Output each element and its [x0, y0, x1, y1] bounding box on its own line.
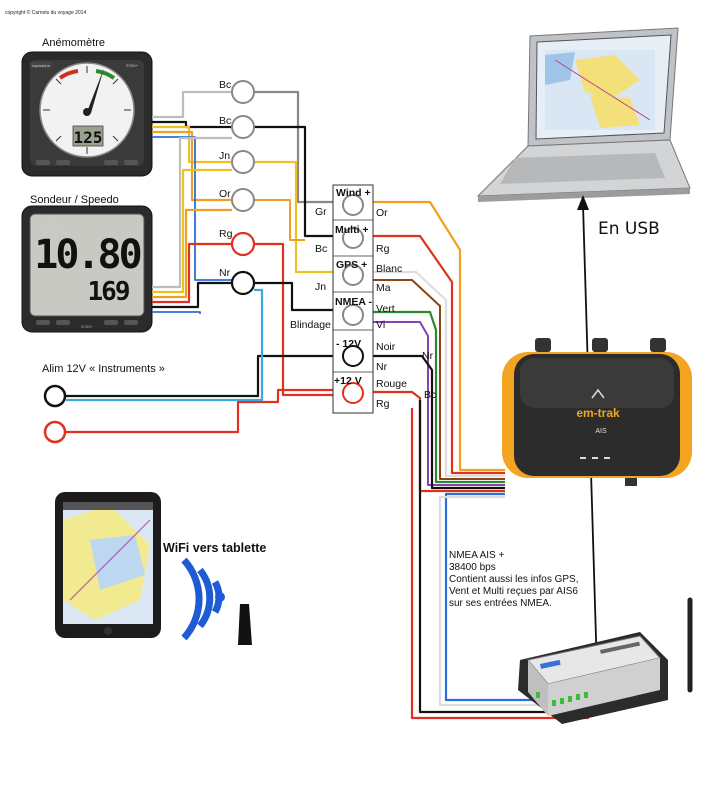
copyright-text: copyright © Carnets du voyage 2014: [5, 9, 86, 16]
tb-right-9: Rouge: [376, 378, 407, 390]
bus-label-5: Rg: [219, 228, 233, 240]
nmea-note-line-3: Contient aussi les infos GPS,: [449, 574, 579, 585]
speedo-main-value: 10.80: [34, 232, 140, 278]
wire-anemo-black: [152, 120, 232, 129]
wire-speedo-blue: [152, 311, 201, 314]
tb-right-1: Or: [376, 207, 388, 219]
bus-connectors: Bc Bc Jn Or Rg Nr: [219, 79, 256, 296]
speedo-title: Sondeur / Speedo: [30, 194, 119, 206]
wifi-label: WiFi vers tablette: [163, 541, 266, 555]
wifi-link: WiFi vers tablette: [163, 541, 266, 645]
tb-right-10: Rg: [376, 398, 390, 410]
nmea-note: NMEA AIS + 38400 bps Contient aussi les …: [449, 550, 579, 609]
tb-row-2-label: Multi +: [335, 224, 369, 236]
anemometer-display: 125: [74, 128, 103, 147]
power-label: Alim 12V « Instruments »: [42, 363, 165, 375]
bus-label-4: Or: [219, 188, 231, 200]
tb-side-bc: Bc: [424, 389, 436, 401]
ais-model: AIS: [595, 428, 607, 435]
wire-speedo-white: [152, 136, 232, 289]
speedo-instrument: raymarine 10.80 169 ST60+: [21, 205, 153, 333]
wire-speedo-red: [152, 242, 232, 304]
nmea-note-line-1: NMEA AIS +: [449, 550, 504, 561]
multiplexer: [518, 597, 693, 724]
anemometer-title: Anémomètre: [42, 37, 105, 49]
tb-row-4-label: NMEA -: [335, 296, 372, 308]
nmea-note-line-4: Vent et Multi reçues par AIS6: [449, 586, 578, 597]
wire-power-neg: [66, 354, 340, 398]
bus-label-2: Bc: [219, 115, 231, 127]
bus-label-3: Jn: [219, 150, 230, 162]
tb-side-nr: Nr: [422, 350, 434, 362]
tb-left-3: Jn: [315, 281, 326, 293]
usb-label: En USB: [598, 219, 660, 239]
laptop: [476, 27, 691, 202]
nmea-note-line-2: 38400 bps: [449, 562, 496, 573]
tb-right-2: Rg: [376, 243, 390, 255]
speedo-brand: raymarine: [42, 222, 64, 228]
wire-speedo-yellow: [152, 168, 232, 294]
wire-speedo-black: [152, 281, 232, 309]
tb-row-6-label: +12 V: [334, 375, 362, 387]
wire-power-cyan: [66, 288, 264, 402]
tb-right-7: Noir: [376, 341, 396, 353]
tb-right-4: Ma: [376, 282, 391, 294]
speedo-model: ST60+: [81, 324, 94, 329]
tb-row-5-label: - 12V: [336, 338, 361, 350]
tb-row-1-label: Wind +: [336, 187, 371, 199]
bus-label-6: Nr: [219, 267, 231, 279]
anemometer-instrument: 125 raymarine ST60+: [21, 51, 153, 177]
tb-row-3-label: GPS +: [336, 259, 367, 271]
bus-label-1: Bc: [219, 79, 231, 91]
tablet: [55, 492, 161, 638]
tb-left-1: Gr: [315, 206, 327, 218]
wire-anemo-orange: [152, 130, 232, 202]
terminal-block: Wind + Multi + GPS + NMEA - - 12V +12 V …: [290, 184, 436, 414]
anemometer-model: ST60+: [126, 63, 139, 68]
wire-anemo-yellow: [152, 125, 232, 164]
tb-right-3: Blanc: [376, 263, 402, 275]
nmea-note-line-5: sur ses entrées NMEA.: [449, 598, 552, 609]
anemometer-brand: raymarine: [32, 63, 51, 68]
wire-anemo-blue: [152, 136, 232, 281]
ais-brand: em-trak: [576, 406, 620, 420]
wiring: [66, 90, 602, 720]
wire-anemo-white-a: [152, 90, 232, 119]
power-supply: Alim 12V « Instruments »: [42, 363, 165, 444]
tb-left-4: Blindage: [290, 319, 331, 331]
tb-right-5: Vert: [376, 303, 395, 315]
tb-right-8: Nr: [376, 361, 388, 373]
wire-speedo-orange: [152, 208, 232, 299]
tb-left-2: Bc: [315, 243, 327, 255]
speedo-sub-value: 169: [88, 277, 129, 307]
ais-transponder: em-trak AIS: [502, 338, 692, 486]
tb-right-6: Vi: [376, 319, 385, 331]
wire-power-pos: [66, 388, 340, 434]
